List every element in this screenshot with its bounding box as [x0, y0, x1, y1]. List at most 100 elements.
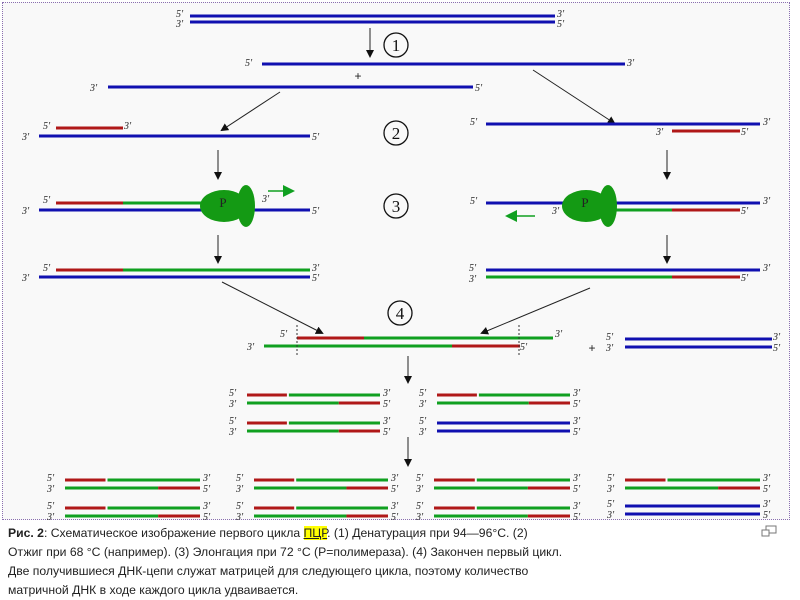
three-prime-label: 3'	[572, 416, 581, 427]
arrow	[532, 69, 616, 125]
five-prime-label: 5'	[47, 501, 55, 512]
step-number: 3	[392, 197, 401, 216]
three-prime-label: 3'	[762, 117, 771, 128]
three-prime-label: 3'	[605, 343, 614, 354]
three-prime-label: 3'	[21, 273, 30, 284]
three-prime-label: 3'	[89, 83, 98, 94]
five-prime-label: 5'	[43, 121, 51, 132]
three-prime-label: 3'	[572, 388, 581, 399]
arrow	[480, 287, 591, 335]
polymerase-blob	[200, 190, 248, 222]
arrow	[221, 281, 324, 334]
five-prime-label: 5'	[43, 263, 51, 274]
polymerase-blob	[562, 190, 610, 222]
figure-number: Рис. 2	[8, 526, 44, 540]
five-prime-label: 5'	[416, 473, 424, 484]
three-prime-label: 3'	[762, 263, 771, 274]
five-prime-label: 5'	[416, 501, 424, 512]
three-prime-label: 3'	[123, 121, 132, 132]
pcr-cycle-svg: 5'3'3'5'15'3'+3'5'5'3'3'5'25'3'3'5'5'3'5…	[21, 9, 781, 522]
three-prime-label: 3'	[235, 512, 244, 522]
three-prime-label: 3'	[762, 499, 771, 510]
enlarge-icon[interactable]	[761, 525, 777, 537]
five-prime-label: 5'	[763, 510, 771, 521]
step-circle	[387, 300, 413, 326]
three-prime-label: 3'	[202, 473, 211, 484]
three-prime-label: 3'	[606, 484, 615, 495]
five-prime-label: 5'	[573, 427, 581, 438]
arrow	[220, 91, 281, 132]
five-prime-label: 5'	[176, 9, 184, 20]
three-prime-label: 3'	[551, 206, 560, 217]
three-prime-label: 3'	[655, 127, 664, 138]
five-prime-label: 5'	[391, 484, 399, 495]
three-prime-label: 3'	[21, 206, 30, 217]
five-prime-label: 5'	[470, 196, 478, 207]
three-prime-label: 3'	[46, 484, 55, 495]
five-prime-label: 5'	[203, 512, 211, 522]
five-prime-label: 5'	[312, 206, 320, 217]
caption-line: Отжиг при 68 °C (например). (3) Элонгаци…	[8, 545, 563, 559]
three-prime-label: 3'	[762, 196, 771, 207]
caption-text: : Схематическое изображение первого цикл…	[43, 526, 304, 540]
step-circle	[383, 120, 409, 146]
five-prime-label: 5'	[391, 512, 399, 522]
five-prime-label: 5'	[607, 473, 615, 484]
five-prime-label: 5'	[573, 484, 581, 495]
five-prime-label: 5'	[419, 388, 427, 399]
step-circle	[383, 193, 409, 219]
polymerase-label: P	[581, 195, 588, 210]
five-prime-label: 5'	[469, 263, 477, 274]
five-prime-label: 5'	[229, 388, 237, 399]
five-prime-label: 5'	[606, 332, 614, 343]
three-prime-label: 3'	[175, 19, 184, 30]
five-prime-label: 5'	[573, 399, 581, 410]
three-prime-label: 3'	[772, 332, 781, 343]
step-circle	[383, 32, 409, 58]
five-prime-label: 5'	[763, 484, 771, 495]
pcr-link[interactable]: ПЦР	[303, 526, 328, 540]
five-prime-label: 5'	[520, 342, 528, 353]
caption-line: матричной ДНК в ходе каждого цикла удваи…	[8, 583, 299, 597]
figure-caption: Рис. 2: Схематическое изображение первог…	[8, 524, 768, 600]
five-prime-label: 5'	[203, 484, 211, 495]
three-prime-label: 3'	[554, 329, 563, 340]
three-prime-label: 3'	[418, 427, 427, 438]
caption-line: Две получившиеся ДНК-цепи служат матрице…	[8, 564, 529, 578]
three-prime-label: 3'	[382, 388, 391, 399]
five-prime-label: 5'	[741, 273, 749, 284]
five-prime-label: 5'	[475, 83, 483, 94]
three-prime-label: 3'	[468, 274, 477, 285]
three-prime-label: 3'	[202, 501, 211, 512]
five-prime-label: 5'	[43, 195, 51, 206]
three-prime-label: 3'	[762, 473, 771, 484]
five-prime-label: 5'	[773, 343, 781, 354]
three-prime-label: 3'	[572, 501, 581, 512]
five-prime-label: 5'	[280, 329, 288, 340]
five-prime-label: 5'	[573, 512, 581, 522]
five-prime-label: 5'	[741, 206, 749, 217]
five-prime-label: 5'	[557, 19, 565, 30]
three-prime-label: 3'	[606, 510, 615, 521]
three-prime-label: 3'	[390, 501, 399, 512]
caption-text: . (1) Денатурация при 94—96°C. (2)	[327, 526, 528, 540]
three-prime-label: 3'	[228, 399, 237, 410]
five-prime-label: 5'	[236, 501, 244, 512]
five-prime-label: 5'	[470, 117, 478, 128]
three-prime-label: 3'	[246, 342, 255, 353]
three-prime-label: 3'	[235, 484, 244, 495]
plus-sign: +	[588, 341, 595, 355]
step-number: 4	[396, 304, 405, 323]
three-prime-label: 3'	[626, 58, 635, 69]
five-prime-label: 5'	[741, 127, 749, 138]
three-prime-label: 3'	[415, 484, 424, 495]
five-prime-label: 5'	[312, 132, 320, 143]
three-prime-label: 3'	[390, 473, 399, 484]
five-prime-label: 5'	[47, 473, 55, 484]
three-prime-label: 3'	[21, 132, 30, 143]
three-prime-label: 3'	[572, 473, 581, 484]
three-prime-label: 3'	[415, 512, 424, 522]
three-prime-label: 3'	[311, 263, 320, 274]
polymerase-blob	[599, 185, 617, 227]
